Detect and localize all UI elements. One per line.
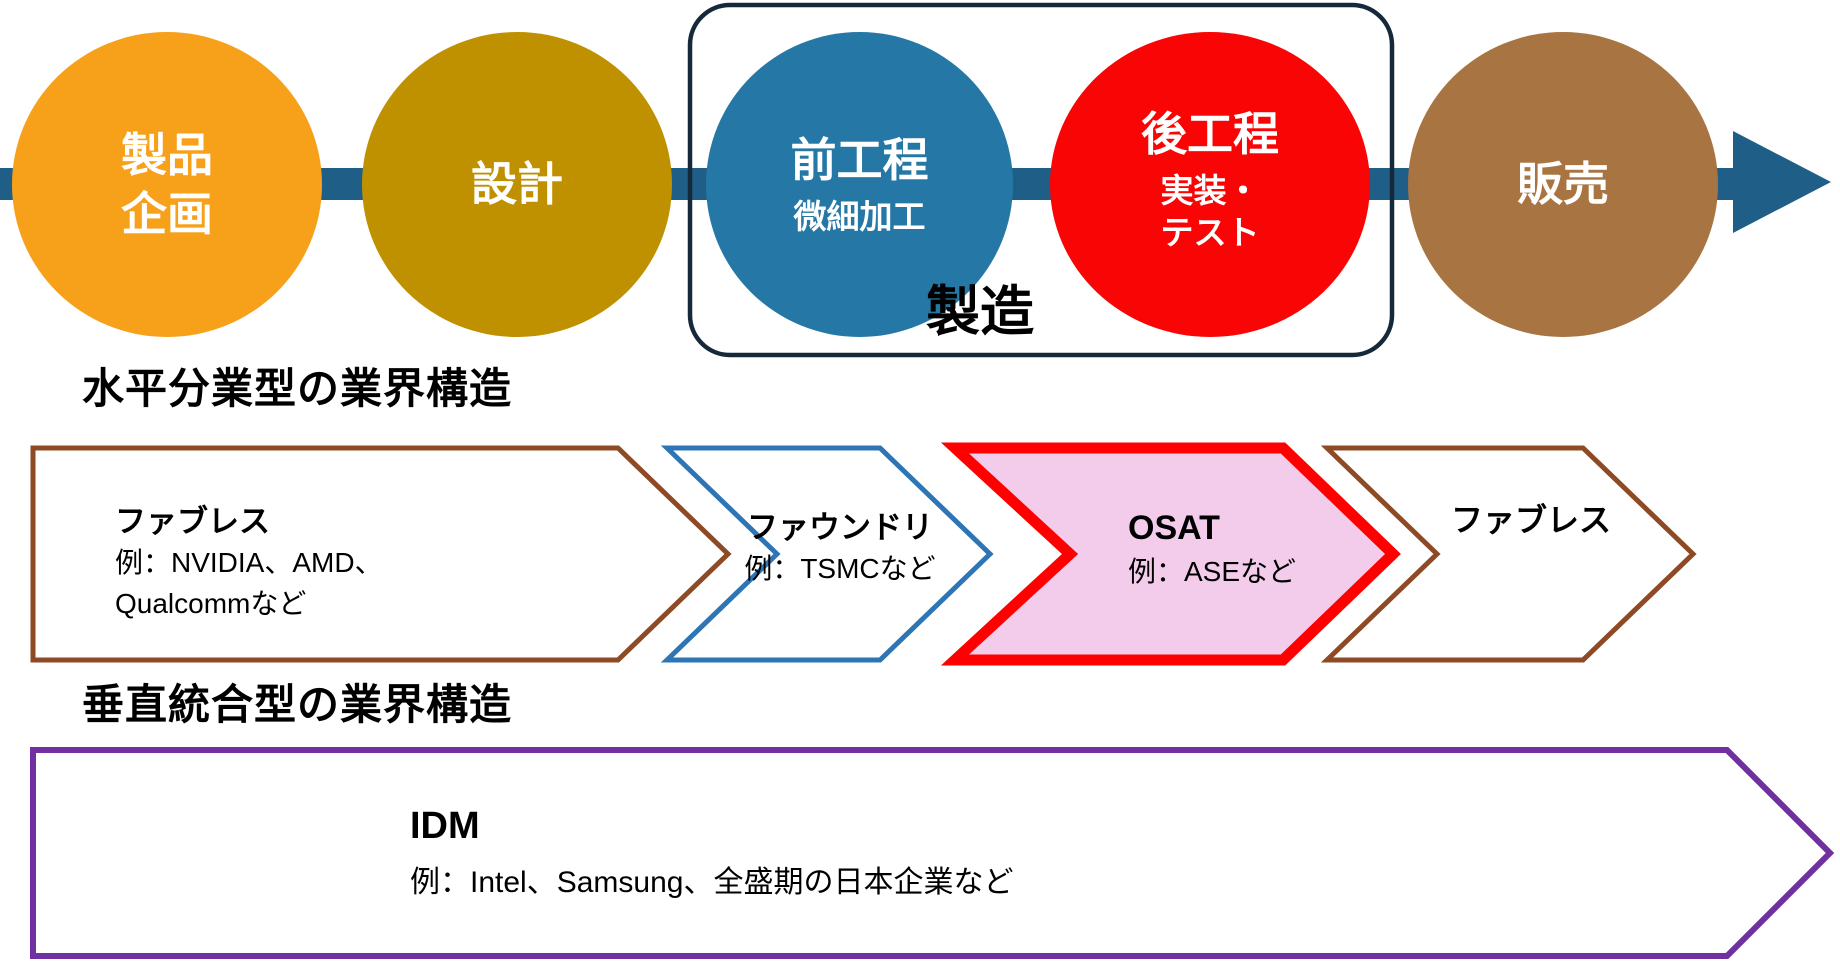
foundry-text: ファウンドリ 例：TSMCなど bbox=[690, 506, 990, 590]
fabless-2-text: ファブレス bbox=[1421, 498, 1641, 543]
chevron-osat bbox=[940, 442, 1401, 666]
step-label-subline: テスト bbox=[1160, 213, 1260, 251]
circle-front-end-process bbox=[706, 32, 1013, 337]
step-label-line: 製品 bbox=[121, 128, 213, 181]
osat-example-line: 例：ASEなど bbox=[1128, 555, 1297, 587]
manufacturing-label: 製造 bbox=[926, 282, 1034, 342]
step-label-line: 後工程 bbox=[1141, 108, 1279, 161]
fabless-1-example-line: Qualcommなど bbox=[115, 587, 307, 619]
chevron-fabless-2 bbox=[1320, 445, 1697, 663]
label-back-end-process: 後工程 実装・ テスト bbox=[1050, 32, 1370, 337]
label-design: 設計 bbox=[362, 32, 672, 337]
step-label-subline: 微細加工 bbox=[793, 198, 926, 236]
flow-arrow-head-icon bbox=[1733, 131, 1831, 233]
chevron-fabless-1 bbox=[30, 445, 732, 663]
foundry-example-line: 例：TSMCなど bbox=[744, 553, 936, 585]
circle-back-end-process bbox=[1050, 32, 1370, 337]
chevron-idm bbox=[30, 747, 1835, 959]
chevron-foundry bbox=[660, 445, 994, 663]
step-label-line: 設計 bbox=[471, 158, 563, 211]
circle-sales bbox=[1408, 32, 1718, 337]
vertical-structure-heading: 垂直統合型の業界構造 bbox=[82, 681, 513, 728]
manufacturing-group-box bbox=[687, 2, 1395, 358]
step-label-line: 企画 bbox=[121, 187, 213, 240]
step-label-line: 販売 bbox=[1517, 158, 1609, 211]
osat-text: OSAT 例：ASEなど bbox=[1128, 506, 1296, 592]
idm-example-line: 例：Intel、Samsung、全盛期の日本企業など bbox=[410, 865, 1014, 899]
idm-text: IDM 例：Intel、Samsung、全盛期の日本企業など bbox=[410, 804, 1013, 904]
fabless-1-example-line: 例：NVIDIA、AMD、 bbox=[115, 547, 383, 579]
idm-title: IDM bbox=[410, 805, 480, 847]
fabless-2-title: ファブレス bbox=[1450, 502, 1611, 538]
step-label-subline: 実装・ bbox=[1160, 172, 1260, 210]
fabless-1-text: ファブレス 例：NVIDIA、AMD、 Qualcommなど bbox=[115, 500, 383, 625]
label-product-planning: 製品 企画 bbox=[12, 32, 322, 337]
label-sales: 販売 bbox=[1408, 32, 1718, 337]
circle-design bbox=[362, 32, 672, 337]
fabless-1-title: ファブレス bbox=[115, 504, 270, 539]
step-label-line: 前工程 bbox=[790, 134, 929, 187]
osat-title: OSAT bbox=[1128, 509, 1220, 547]
circle-product-planning bbox=[12, 32, 322, 337]
foundry-title: ファウンドリ bbox=[747, 510, 933, 545]
label-front-end-process: 前工程 微細加工 bbox=[706, 32, 1013, 337]
horizontal-structure-heading: 水平分業型の業界構造 bbox=[82, 365, 513, 412]
